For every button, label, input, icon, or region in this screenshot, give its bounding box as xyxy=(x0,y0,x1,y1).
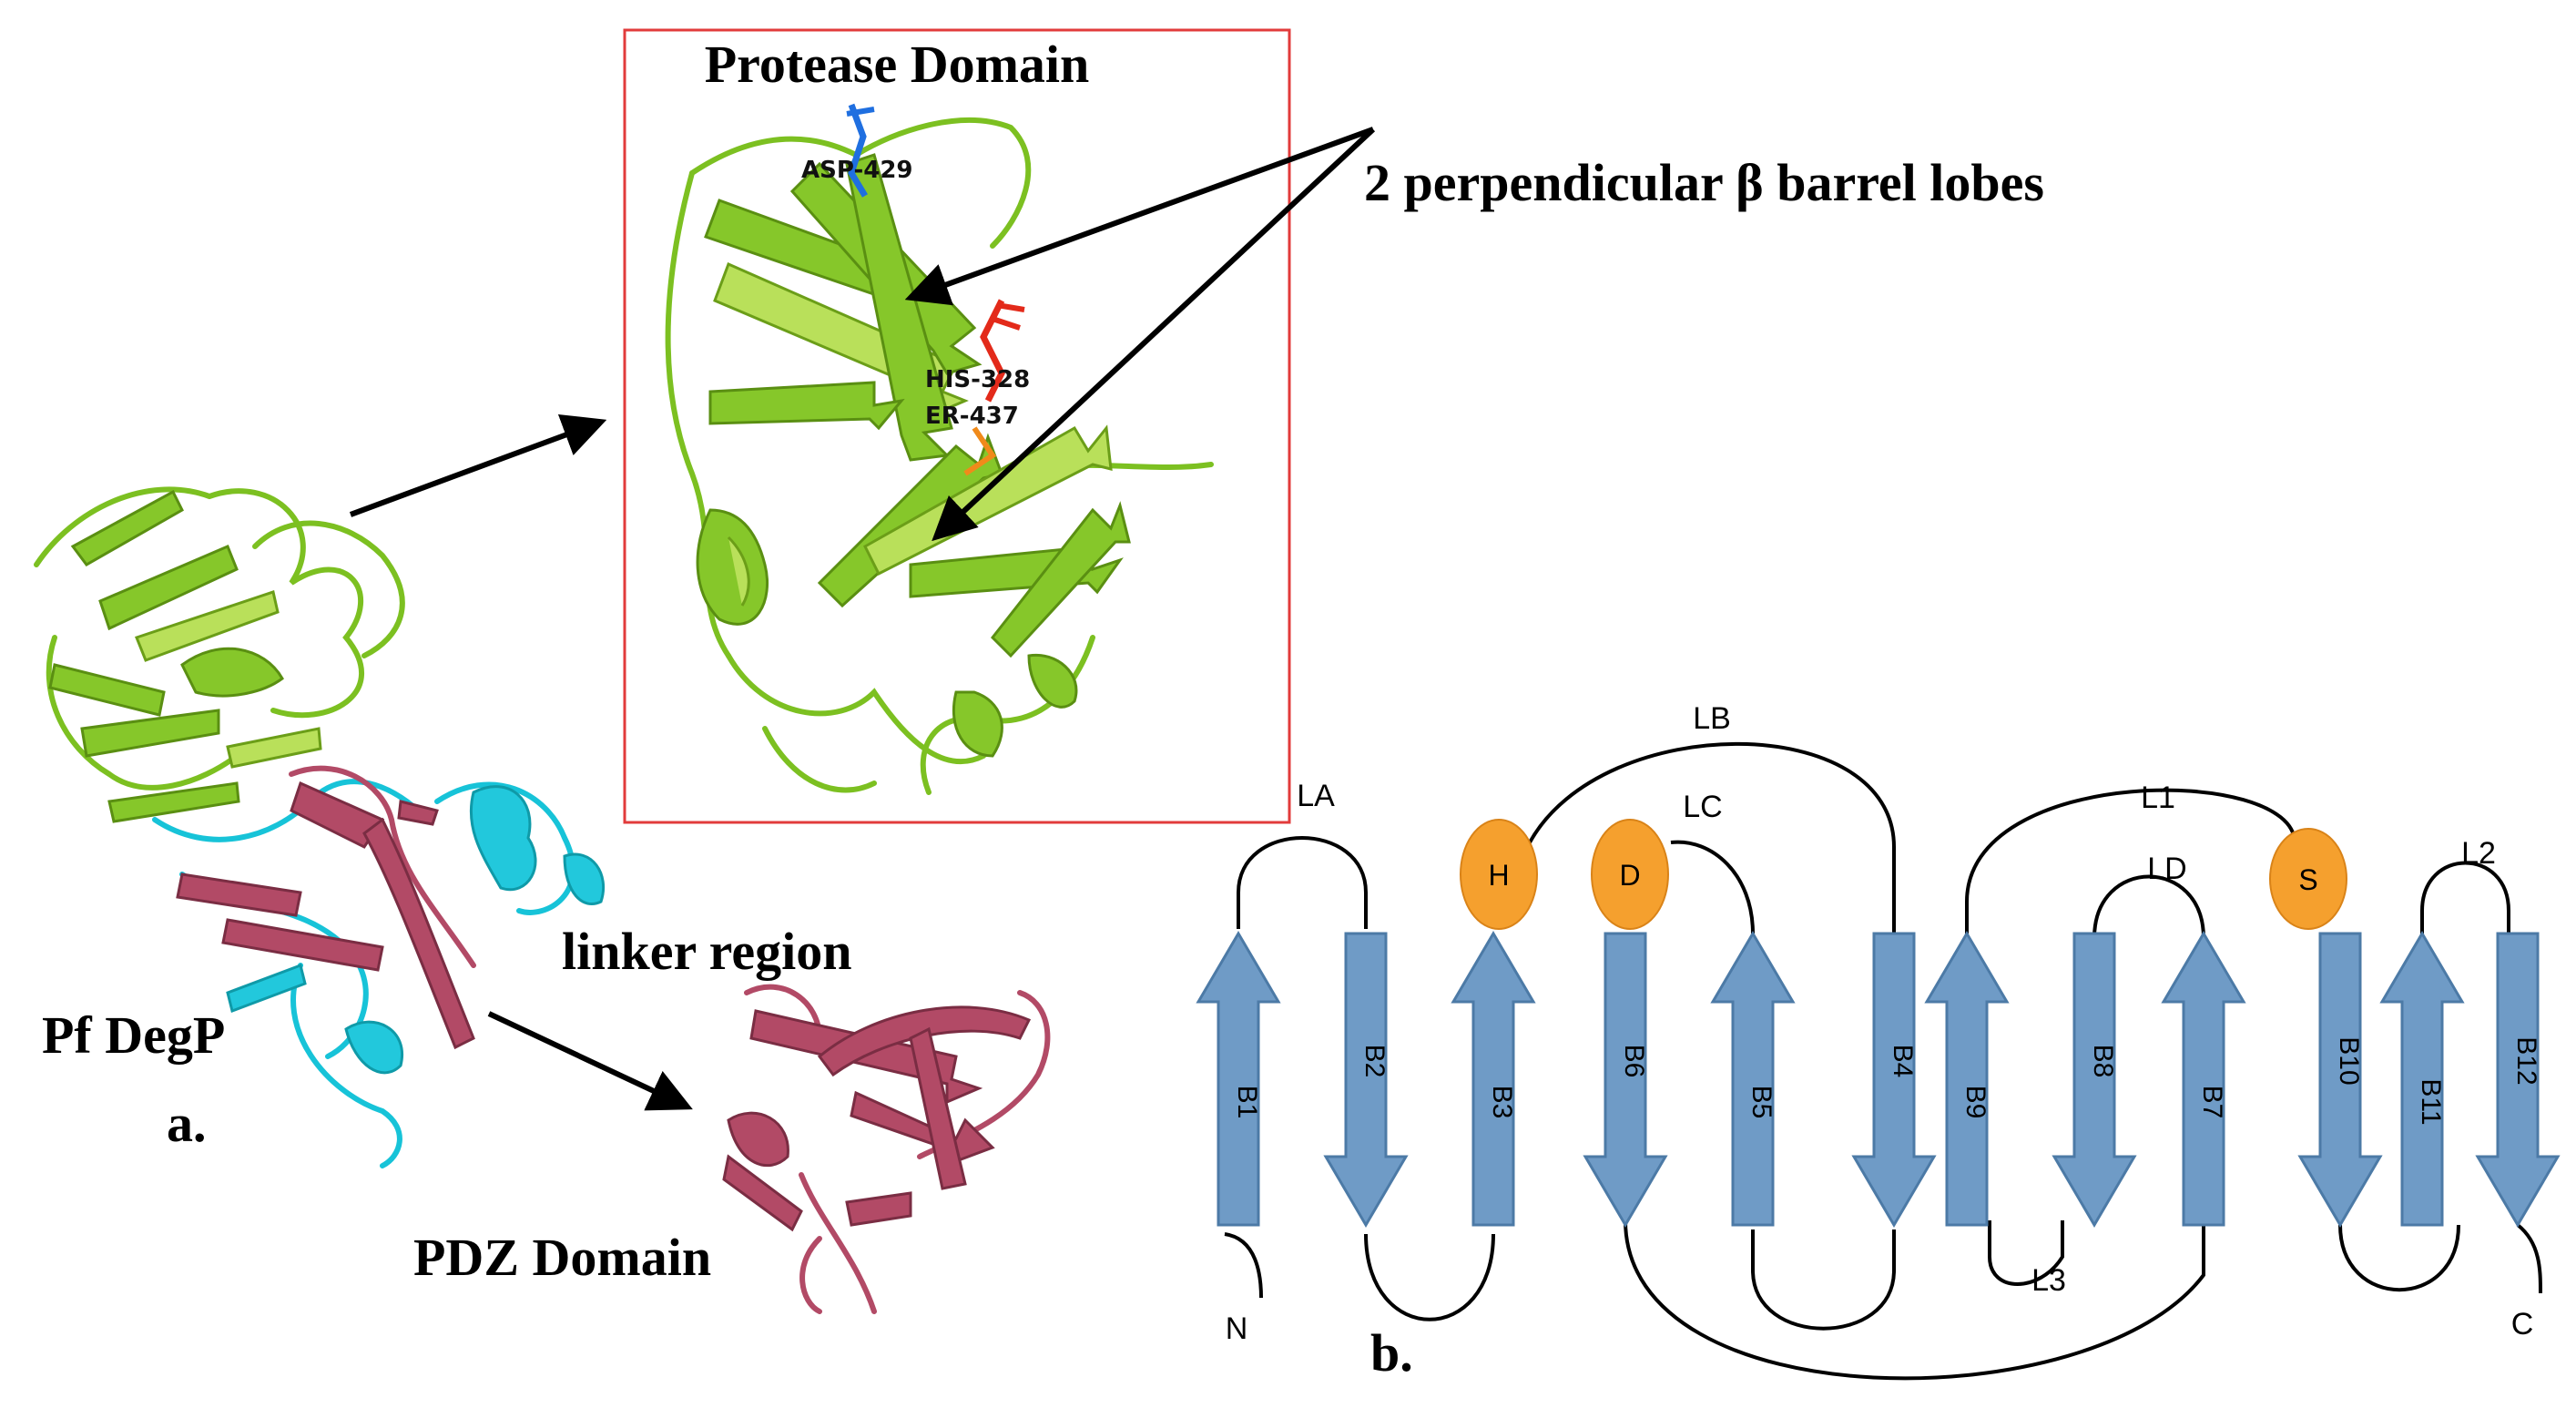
his328-label: HIS-328 xyxy=(925,366,1030,393)
label-l3: L3 xyxy=(2031,1263,2066,1298)
strand-b12 xyxy=(2475,932,2561,1228)
strand-b5 xyxy=(1710,931,1796,1227)
strand-b3 xyxy=(1451,931,1536,1227)
loop-b5-b4 xyxy=(1751,1229,1896,1331)
label-la: LA xyxy=(1297,779,1335,813)
strand-b7 xyxy=(2161,931,2246,1227)
strand-label-b7: B7 xyxy=(2197,1086,2227,1119)
n-terminus-label: N xyxy=(1226,1311,1248,1346)
panel-b-letter: b. xyxy=(1370,1323,1413,1382)
strand-label-b12: B12 xyxy=(2511,1036,2541,1085)
asp429-label: ASP-429 xyxy=(801,157,913,184)
protease-domain-model: ASP-429 HIS-328 ER-437 xyxy=(665,103,1214,795)
loop-l2 xyxy=(2420,861,2510,938)
strand-label-b8: B8 xyxy=(2088,1045,2118,1078)
c-terminus-label: C xyxy=(2511,1307,2534,1342)
strand-b1 xyxy=(1196,931,1281,1227)
label-lb: LB xyxy=(1693,701,1731,736)
loop-la xyxy=(1237,836,1368,929)
strand-label-b11: B11 xyxy=(2416,1078,2446,1125)
arrow-barrel-lobe-1 xyxy=(904,127,1375,306)
ser437-sidechain xyxy=(963,426,997,476)
strand-label-b1: B1 xyxy=(1232,1086,1262,1119)
loop-l1 xyxy=(1965,788,2296,938)
strand-label-b4: B4 xyxy=(1888,1045,1918,1078)
strand-b6 xyxy=(1583,932,1668,1228)
label-l1: L1 xyxy=(2141,781,2175,815)
loop-b6-b9-long xyxy=(1624,1219,2205,1381)
pdz-domain-model xyxy=(722,984,1051,1314)
loop-lc xyxy=(1670,840,1755,934)
strand-b8 xyxy=(2052,932,2137,1228)
arrow-to-pdz xyxy=(487,1011,693,1111)
strand-b10 xyxy=(2297,932,2383,1228)
full-structure-model xyxy=(34,486,606,1168)
linker-region-label: linker region xyxy=(562,922,852,981)
asp429-sidechain xyxy=(848,103,869,198)
strand-label-b6: B6 xyxy=(1619,1045,1649,1078)
site-h-label: H xyxy=(1488,859,1509,892)
pf-degp-label: Pf DegP xyxy=(42,1005,225,1065)
label-ld: LD xyxy=(2147,852,2186,886)
loop-lb xyxy=(1528,741,1896,938)
barrel-lobes-annotation: 2 perpendicular β barrel lobes xyxy=(1364,153,2044,212)
ser437-label: ER-437 xyxy=(925,403,1019,430)
n-terminus-tail xyxy=(1224,1232,1263,1299)
strand-label-b3: B3 xyxy=(1487,1086,1517,1119)
site-s-label: S xyxy=(2298,863,2317,896)
site-s: S xyxy=(2269,828,2347,930)
protease-domain-title: Protease Domain xyxy=(705,35,1090,94)
arrow-to-protease xyxy=(349,413,607,517)
loop-b10-b11 xyxy=(2338,1224,2460,1292)
panel-a-letter: a. xyxy=(167,1094,207,1153)
protease-inset-box xyxy=(623,28,1291,824)
pdz-domain-label: PDZ Domain xyxy=(413,1228,711,1287)
strand-b2 xyxy=(1323,932,1409,1228)
strand-b11 xyxy=(2379,931,2465,1227)
label-lc: LC xyxy=(1683,790,1722,824)
label-l2: L2 xyxy=(2461,836,2496,871)
strand-label-b10: B10 xyxy=(2334,1036,2364,1085)
strand-label-b5: B5 xyxy=(1746,1086,1777,1119)
site-d-label: D xyxy=(1619,859,1640,892)
arrow-barrel-lobe-2 xyxy=(932,127,1376,542)
loop-l3 xyxy=(1988,1220,2064,1286)
strand-label-b9: B9 xyxy=(1960,1086,1991,1119)
loop-b2-b3 xyxy=(1364,1233,1495,1321)
strand-label-b2: B2 xyxy=(1359,1045,1390,1078)
site-d: D xyxy=(1591,819,1669,930)
strand-b9 xyxy=(1924,931,2010,1227)
loop-ld xyxy=(2092,874,2205,939)
site-h: H xyxy=(1460,819,1538,930)
strand-b4 xyxy=(1851,932,1937,1228)
c-terminus-tail xyxy=(2516,1223,2542,1294)
panel-a: Protease Domain xyxy=(34,28,2044,1314)
